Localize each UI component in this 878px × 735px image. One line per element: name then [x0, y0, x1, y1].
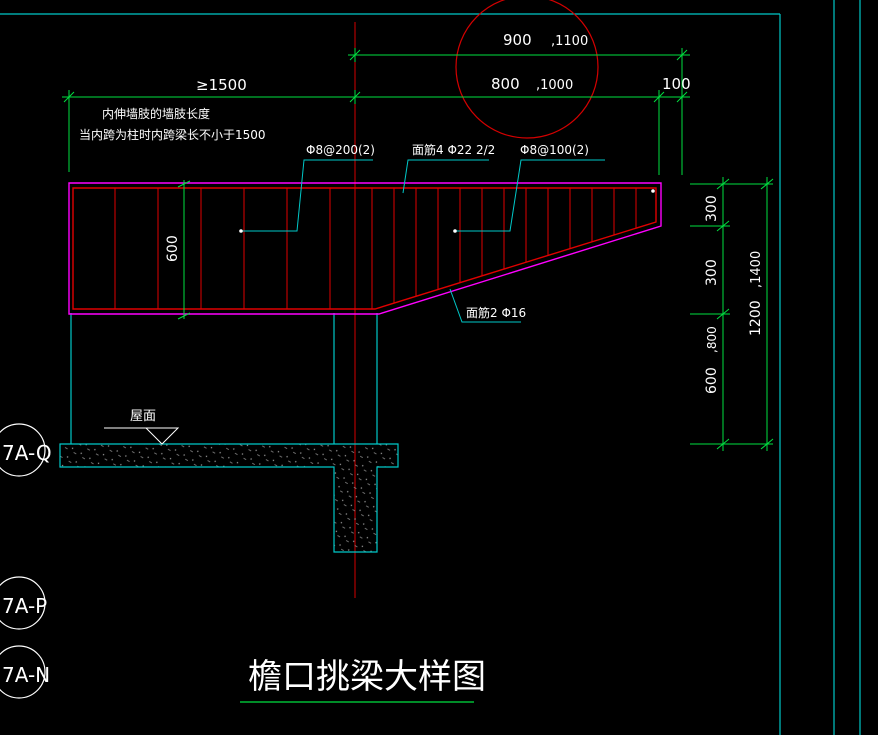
- grid-axis-7A-P: 7A-P: [0, 576, 47, 630]
- svg-text:7A-P: 7A-P: [2, 594, 47, 618]
- note-line-2: 当内跨为柱时内跨梁长不小于1500: [79, 127, 266, 142]
- top-dimension-lines: [62, 48, 690, 175]
- roof-level-marker: [104, 427, 180, 445]
- svg-text:7A-N: 7A-N: [2, 663, 50, 687]
- note-line-1: 内伸墙肢的墙肢长度: [102, 106, 210, 121]
- revision-cloud-circle: [455, 0, 599, 139]
- dim-right-1200: 1200: [748, 300, 764, 336]
- grid-axis-7A-Q: 7A-Q: [0, 423, 52, 477]
- dim-right-1400: ,1400: [749, 251, 764, 288]
- dim-right-600: 600: [704, 367, 720, 394]
- grid-axis-7A-N: 7A-N: [0, 645, 50, 699]
- drawing-title: 檐口挑梁大样图: [248, 657, 486, 697]
- dim-right-300b: 300: [704, 259, 720, 286]
- label-bottom-bars: 面筋2 Φ16: [466, 305, 526, 320]
- roof-label: 屋面: [130, 409, 156, 424]
- dim-800: 800: [491, 75, 520, 93]
- rebar-leaders: [241, 159, 605, 323]
- dim-right-800: ,800: [705, 326, 719, 353]
- dim-1100: ,1100: [551, 34, 588, 49]
- dim-ge1500: ≥1500: [196, 76, 247, 94]
- dim-900: 900: [503, 31, 532, 49]
- label-stirrup-right: Φ8@100(2): [520, 143, 589, 157]
- label-top-bars: 面筋4 Φ22 2/2: [412, 142, 495, 157]
- concrete-outline: [70, 313, 378, 444]
- rebar-cage-outline: [72, 187, 657, 310]
- dim-beam-600: 600: [165, 235, 181, 262]
- right-dimension-chain: [690, 177, 774, 451]
- cantilever-beam-outline: [68, 182, 662, 315]
- beam-depth-dimension: [177, 180, 191, 320]
- dim-right-300a: 300: [704, 195, 720, 222]
- stirrup-group: [114, 188, 637, 309]
- dim-1000: ,1000: [536, 78, 573, 93]
- svg-text:7A-Q: 7A-Q: [2, 441, 52, 465]
- label-stirrup-left: Φ8@200(2): [306, 143, 375, 157]
- dim-100: 100: [662, 75, 691, 93]
- roof-slab-section: [59, 443, 399, 553]
- rebar-leader-dots: [239, 189, 655, 233]
